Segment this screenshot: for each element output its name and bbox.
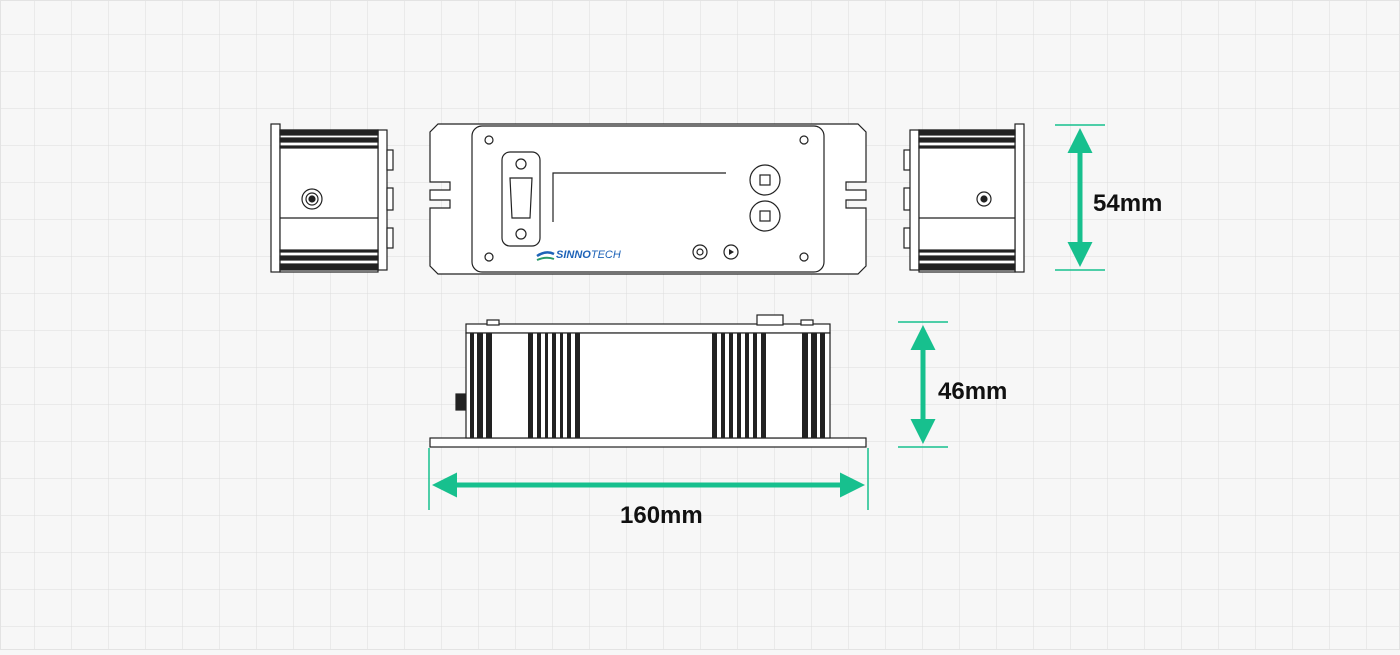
front-panel-view [429, 123, 867, 275]
left-end-flange-right [377, 129, 388, 271]
side-connector [455, 393, 467, 411]
side-fins-group-1 [528, 333, 580, 438]
left-end-view [270, 123, 394, 273]
front-raised-panel [471, 125, 825, 273]
led-1 [692, 244, 708, 260]
right-end-body [918, 129, 1016, 273]
dimension-height-front [1055, 124, 1105, 271]
left-end-flange-left [270, 123, 281, 273]
right-end-flange-right [1014, 123, 1025, 273]
brand-wordmark: SINNOTECH [556, 249, 621, 261]
side-body [465, 332, 831, 439]
button-bottom [749, 200, 781, 232]
brand-logo-icon [536, 251, 555, 258]
dimension-width [428, 448, 869, 510]
brand-name-bold: SINNO [556, 249, 591, 261]
side-fins-left-edge [470, 333, 492, 438]
brand-name-light: TECH [590, 249, 621, 261]
side-fins-group-2 [712, 333, 766, 438]
dimension-label-160mm: 160mm [620, 502, 703, 529]
side-base-plate [429, 437, 867, 448]
right-end-flange-left [909, 129, 920, 271]
dimension-label-46mm: 46mm [938, 378, 1008, 405]
side-fins-right-edge [802, 333, 825, 438]
dimension-height-side [898, 321, 948, 448]
button-top [749, 164, 781, 196]
left-end-body [279, 129, 379, 273]
dimension-label-54mm: 54mm [1093, 190, 1163, 217]
display-window [552, 172, 726, 222]
right-end-view [903, 123, 1025, 273]
side-view [429, 314, 867, 448]
